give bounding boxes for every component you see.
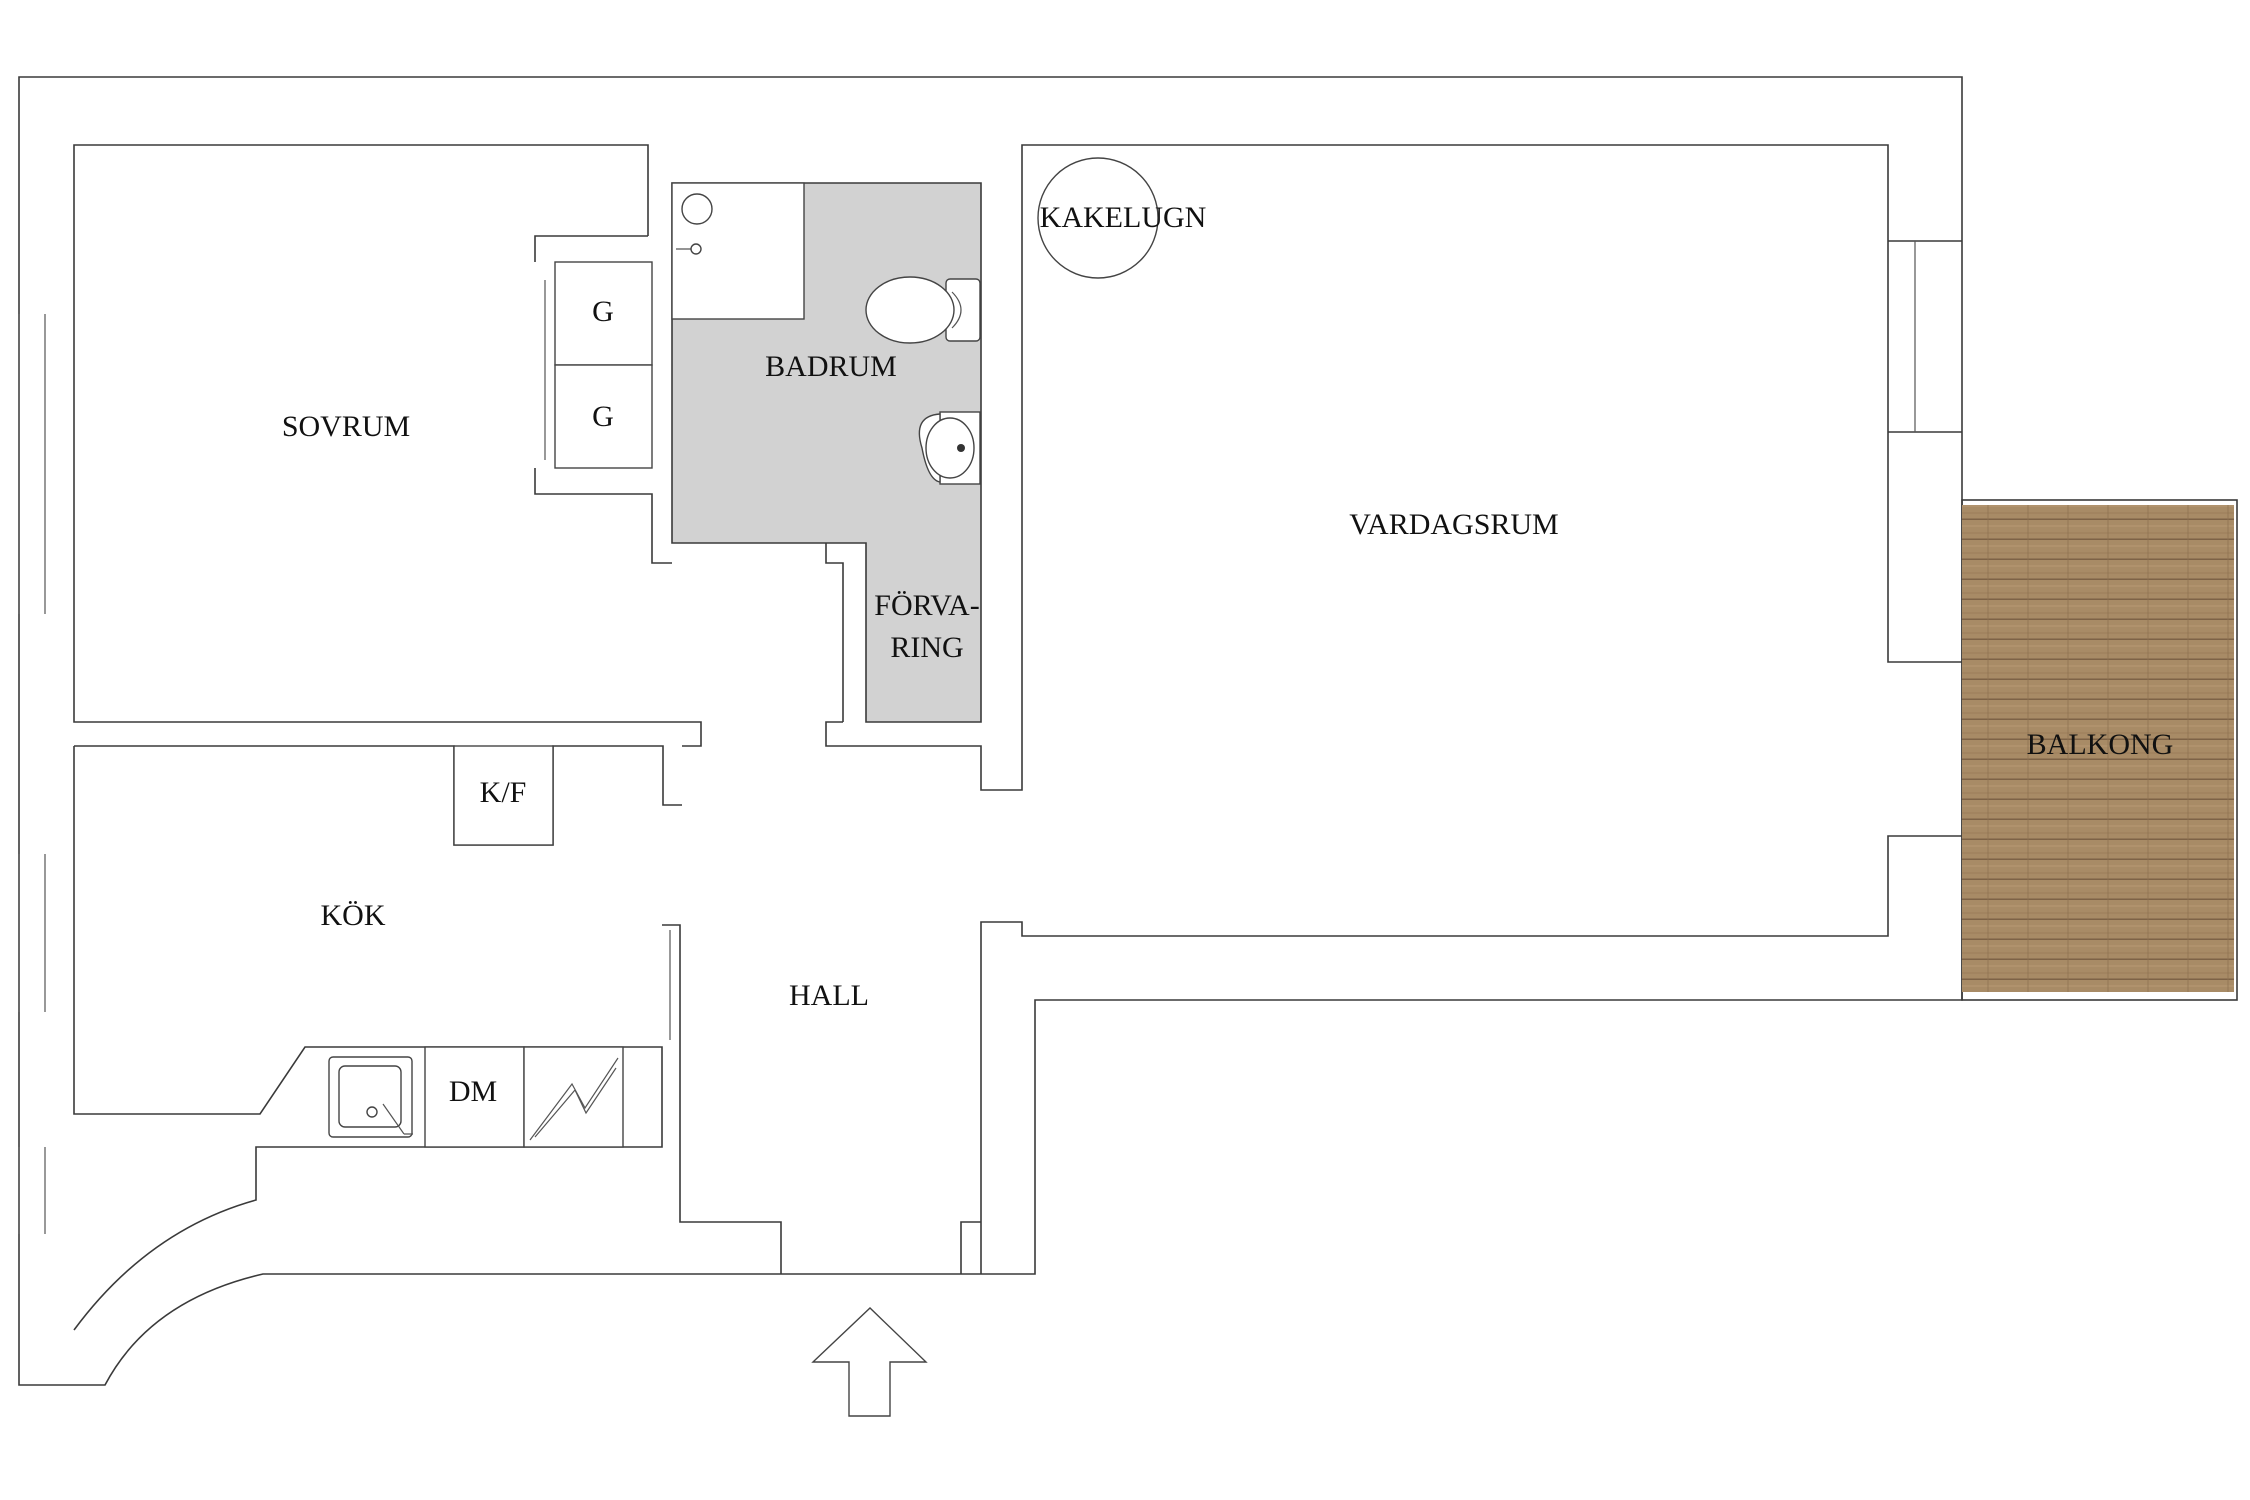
washbasin-icon[interactable] <box>918 411 981 485</box>
wardrobe-2[interactable] <box>554 364 653 469</box>
room-label-hall: HALL <box>789 979 869 1012</box>
dishwasher-label: DM <box>449 1075 497 1108</box>
bathroom-storage-wall <box>825 144 1889 791</box>
room-label-forvaring-2: RING <box>890 631 963 664</box>
bedroom-walls <box>73 144 702 747</box>
wardrobe-1[interactable] <box>554 261 653 366</box>
room-label-kok: KÖK <box>321 899 386 932</box>
hall-walls <box>662 924 981 1274</box>
stove-icon[interactable] <box>523 1046 624 1148</box>
room-label-balkong: BALKONG <box>2027 728 2174 761</box>
wardrobe-2-label: G <box>592 400 614 433</box>
shower-drain-icon <box>681 193 713 225</box>
wardrobe-1-label: G <box>592 295 614 328</box>
balcony-deck <box>1962 505 2234 992</box>
outer-wall <box>18 76 1963 1386</box>
room-label-forvaring-1: FÖRVA- <box>874 589 979 622</box>
fridge-freezer[interactable] <box>453 745 554 846</box>
living-room-walls <box>980 240 1962 1274</box>
entrance-arrow-icon[interactable] <box>811 1307 928 1417</box>
shower-tap-icon <box>676 243 702 255</box>
room-label-badrum: BADRUM <box>765 350 897 383</box>
toilet-icon[interactable] <box>865 276 981 344</box>
sink-icon[interactable] <box>328 1056 413 1138</box>
kitchen-windows <box>18 314 46 1234</box>
room-label-sovrum: SOVRUM <box>282 410 410 443</box>
room-label-kakelugn: KAKELUGN <box>1040 201 1207 234</box>
tiled-stove-icon[interactable] <box>1037 157 1159 279</box>
fridge-freezer-label: K/F <box>480 776 527 809</box>
bedroom-closet-wall <box>534 235 672 564</box>
room-label-vardagsrum: VARDAGSRUM <box>1349 508 1559 541</box>
